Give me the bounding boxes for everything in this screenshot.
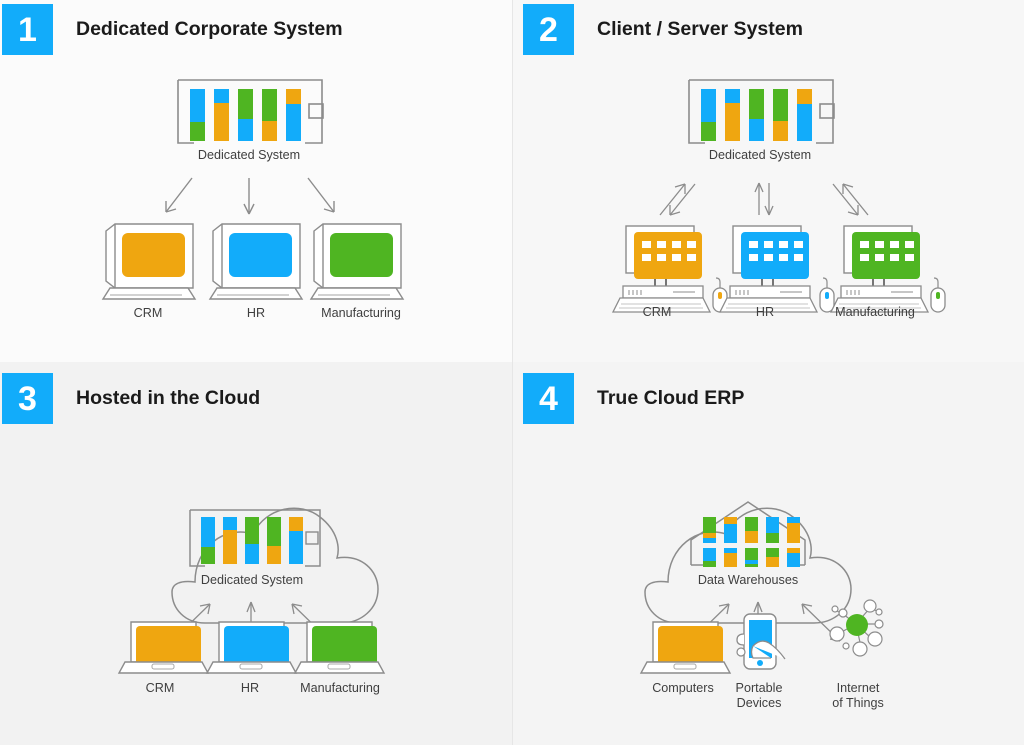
panel-2-device-label-0: CRM — [642, 305, 672, 319]
panel-4-header: 4 True Cloud ERP — [523, 373, 744, 424]
panel-1-device-label-0: CRM — [133, 306, 163, 320]
panel-1-server-label: Dedicated System — [197, 148, 301, 162]
panel-hosted-in-the-cloud: 3 Hosted in the Cloud — [0, 362, 512, 745]
panel-1-device-label-1: HR — [246, 306, 266, 320]
data-warehouse-icon — [690, 501, 806, 567]
panel-dedicated-corporate-system: 1 Dedicated Corporate System — [0, 0, 512, 362]
panel-3-device-label-2: Manufacturing — [300, 681, 380, 695]
panel-2-illustration — [611, 79, 946, 313]
device-desktop-manufacturing — [829, 225, 946, 313]
panel-3-number-badge: 3 — [2, 373, 53, 424]
panel-2-device-label-1: HR — [755, 305, 775, 319]
panel-3-device-label-1: HR — [240, 681, 260, 695]
panel-3-server-label: Dedicated System — [200, 573, 304, 587]
panel-1-title: Dedicated Corporate System — [76, 18, 343, 40]
device-crt-crm — [101, 223, 197, 300]
panel-3-title: Hosted in the Cloud — [76, 387, 261, 409]
panel-1-header: 1 Dedicated Corporate System — [2, 4, 343, 55]
device-crt-hr — [208, 223, 304, 300]
device-laptop-manufacturing — [293, 621, 386, 674]
panel-4-server-label: Data Warehouses — [697, 573, 799, 587]
arrows-bidirectional-pairs — [659, 182, 869, 216]
panel-1-illustration — [101, 79, 405, 300]
server-rack-icon — [177, 79, 324, 144]
device-crt-manufacturing — [309, 223, 405, 300]
panel-2-number-badge: 2 — [523, 4, 574, 55]
panel-4-number-badge: 4 — [523, 373, 574, 424]
server-rack-icon — [189, 509, 321, 567]
device-laptop-computers — [639, 621, 732, 674]
panel-4-device-label-0: Computers — [652, 681, 714, 695]
device-laptop-hr — [205, 621, 298, 674]
device-laptop-crm — [117, 621, 210, 674]
panel-2-header: 2 Client / Server System — [523, 4, 803, 55]
server-rack-icon — [688, 79, 835, 144]
device-desktop-hr — [718, 225, 835, 313]
panel-3-header: 3 Hosted in the Cloud — [2, 373, 260, 424]
rack-bars — [190, 89, 301, 141]
panel-3-device-label-0: CRM — [145, 681, 175, 695]
panel-4-illustration — [639, 501, 884, 674]
panel-1-number-badge: 1 — [2, 4, 53, 55]
panel-client-server-system: 2 Client / Server System — [512, 0, 1024, 362]
rack-bars — [201, 517, 303, 564]
device-iot-network-icon — [829, 599, 884, 657]
panel-2-device-label-2: Manufacturing — [835, 305, 915, 319]
panel-4-title: True Cloud ERP — [597, 387, 745, 409]
warehouse-bars — [703, 517, 800, 567]
panel-3-illustration — [117, 507, 386, 674]
arrows-server-to-devices — [165, 177, 335, 215]
device-mobile-phone-in-hand-icon — [736, 613, 786, 670]
panel-2-server-label: Dedicated System — [708, 148, 812, 162]
panel-true-cloud-erp: 4 True Cloud ERP — [512, 362, 1024, 745]
device-desktop-crm — [611, 225, 728, 313]
panel-1-device-label-2: Manufacturing — [321, 306, 401, 320]
rack-bars — [701, 89, 812, 141]
panel-2-title: Client / Server System — [597, 18, 803, 40]
